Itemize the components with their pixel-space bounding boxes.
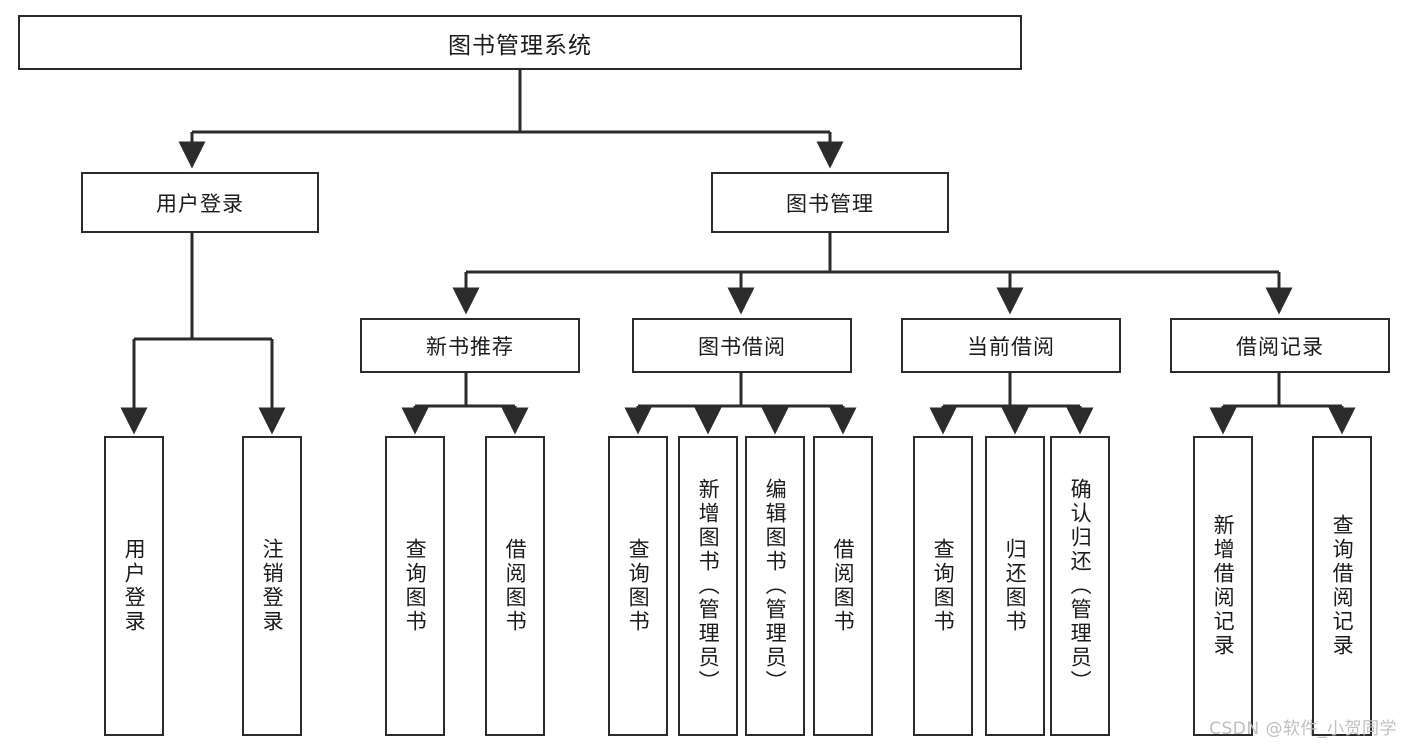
node-user-login[interactable]: 用户登录	[81, 172, 319, 233]
node-new-book-recommend[interactable]: 新书推荐	[360, 318, 580, 373]
leaf-borrow-record-query-record[interactable]: 查询借阅记录	[1312, 436, 1372, 736]
leaf-new-book-borrow-book[interactable]: 借阅图书	[485, 436, 545, 736]
leaf-current-borrow-confirm-return-admin[interactable]: 确认归还（管理员）	[1050, 436, 1110, 736]
leaf-book-borrow-add-book-admin[interactable]: 新增图书（管理员）	[678, 436, 738, 736]
node-label: 编辑图书（管理员）	[763, 478, 788, 694]
leaf-borrow-record-add-record[interactable]: 新增借阅记录	[1193, 436, 1253, 736]
node-label: 注销登录	[260, 538, 285, 634]
leaf-book-borrow-query-book[interactable]: 查询图书	[608, 436, 668, 736]
leaf-book-borrow-borrow-book[interactable]: 借阅图书	[813, 436, 873, 736]
node-label: 查询图书	[403, 538, 428, 634]
node-label: 确认归还（管理员）	[1068, 478, 1093, 694]
node-label: 图书管理系统	[448, 32, 592, 59]
node-label: 用户登录	[122, 538, 147, 634]
node-label: 用户登录	[156, 191, 244, 216]
leaf-user-login-logout[interactable]: 注销登录	[242, 436, 302, 736]
node-root-book-management-system[interactable]: 图书管理系统	[18, 15, 1022, 70]
node-label: 新增图书（管理员）	[696, 478, 721, 694]
node-label: 图书管理	[786, 191, 874, 216]
node-label: 借阅图书	[503, 538, 528, 634]
node-borrow-record[interactable]: 借阅记录	[1170, 318, 1390, 373]
node-label: 查询借阅记录	[1330, 514, 1355, 658]
node-label: 借阅记录	[1236, 334, 1324, 359]
node-label: 图书借阅	[698, 334, 786, 359]
leaf-current-borrow-return-book[interactable]: 归还图书	[985, 436, 1045, 736]
leaf-book-borrow-edit-book-admin[interactable]: 编辑图书（管理员）	[745, 436, 805, 736]
leaf-user-login-login[interactable]: 用户登录	[104, 436, 164, 736]
node-label: 当前借阅	[967, 334, 1055, 359]
node-current-borrow[interactable]: 当前借阅	[901, 318, 1121, 373]
leaf-new-book-query-book[interactable]: 查询图书	[385, 436, 445, 736]
node-book-management[interactable]: 图书管理	[711, 172, 949, 233]
node-book-borrow[interactable]: 图书借阅	[632, 318, 852, 373]
node-label: 查询图书	[931, 538, 956, 634]
node-label: 归还图书	[1003, 538, 1028, 634]
leaf-current-borrow-query-book[interactable]: 查询图书	[913, 436, 973, 736]
node-label: 新书推荐	[426, 334, 514, 359]
node-label: 查询图书	[626, 538, 651, 634]
node-label: 借阅图书	[831, 538, 856, 634]
node-label: 新增借阅记录	[1211, 514, 1236, 658]
csdn-watermark: CSDN @软件_小贺同学	[1209, 719, 1397, 739]
